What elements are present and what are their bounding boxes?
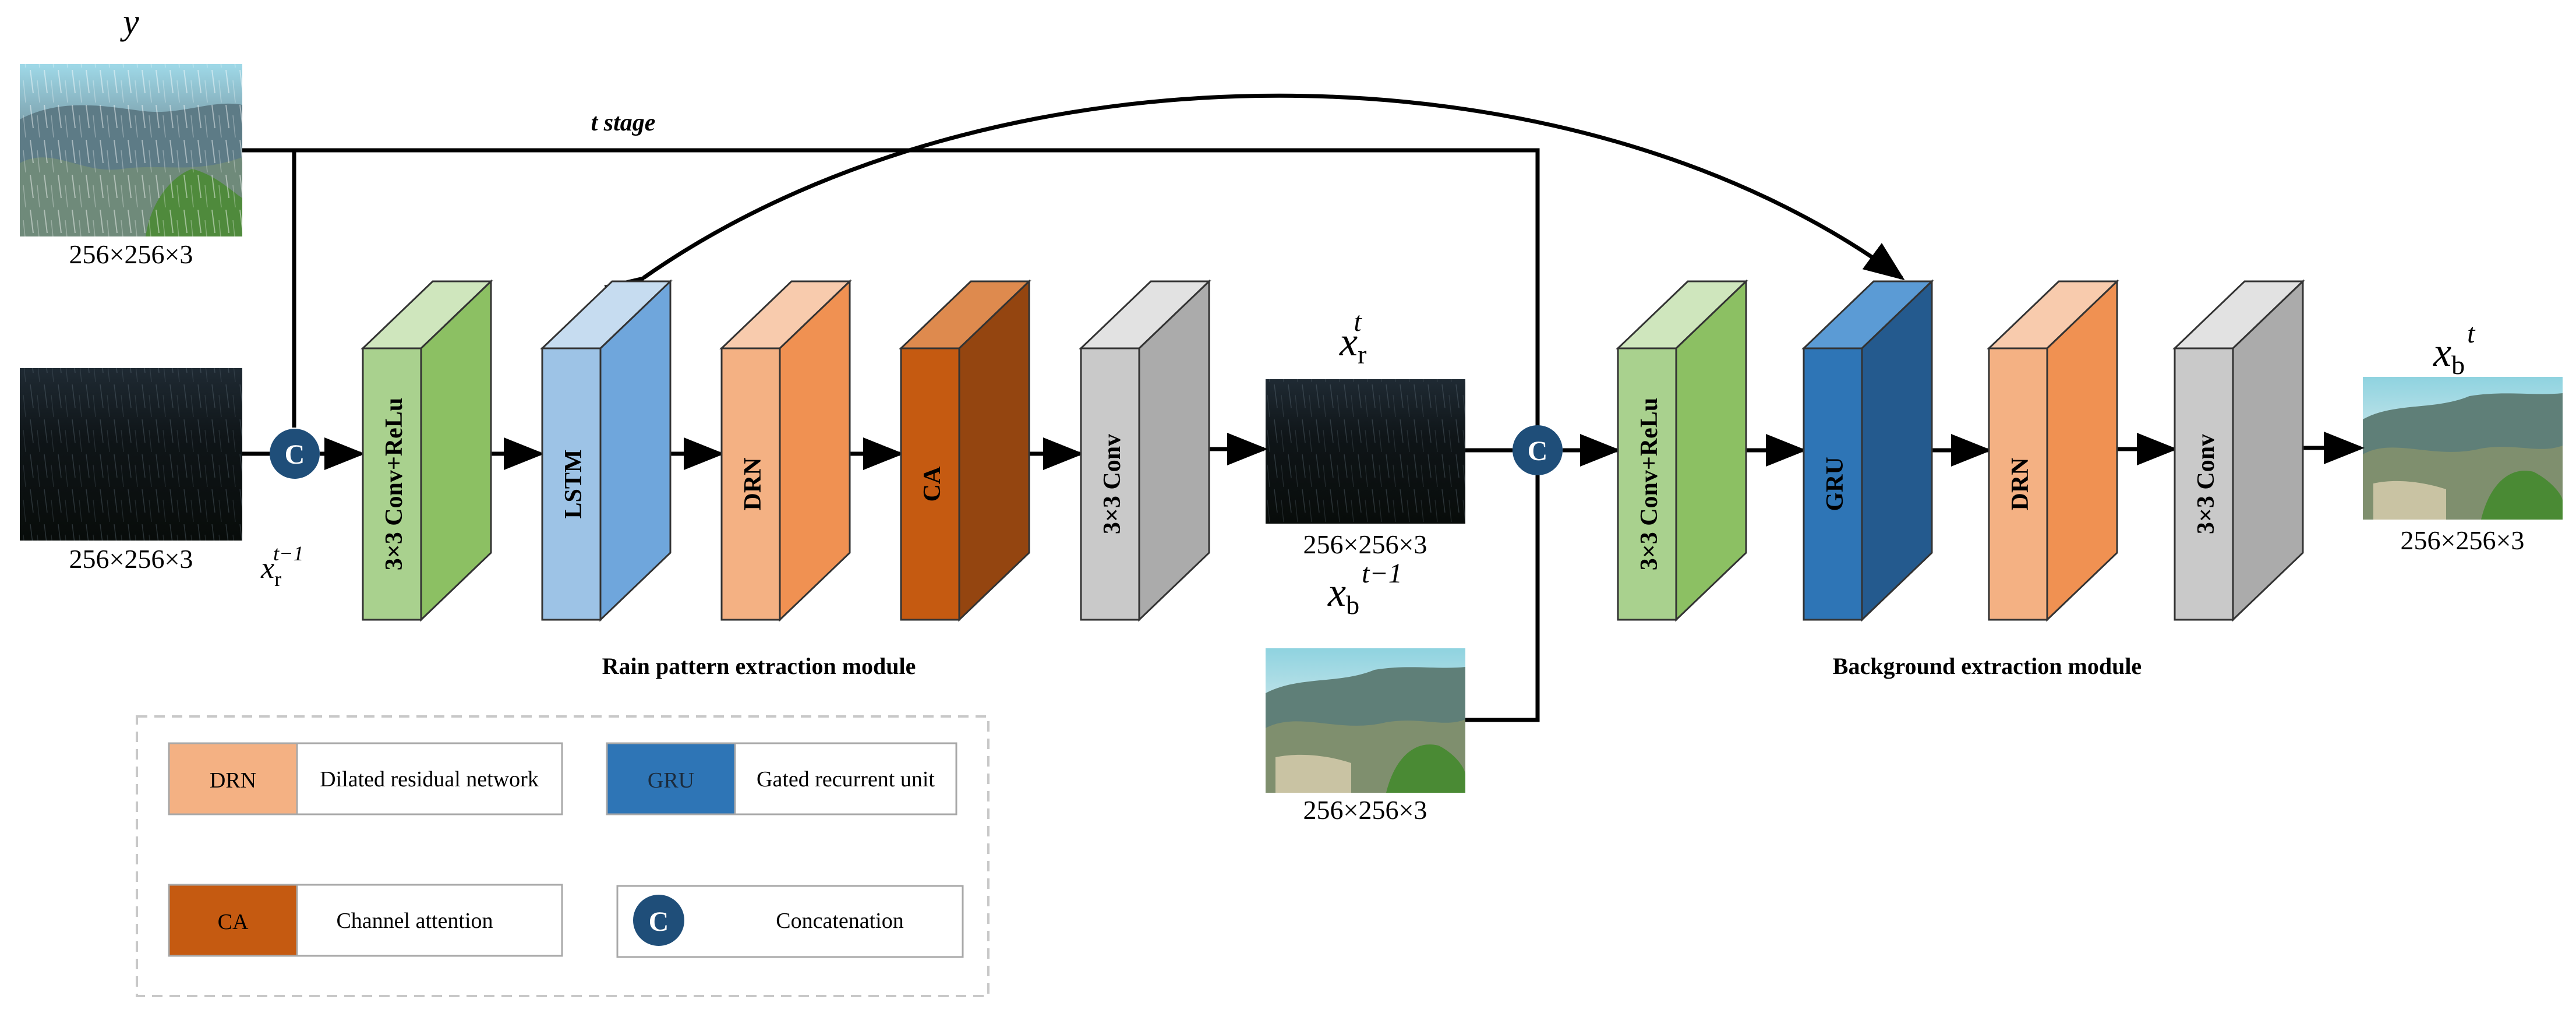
block-gru [1801,279,1934,622]
svg-text:Gated recurrent unit: Gated recurrent unit [757,767,935,792]
block-lstm [540,279,673,622]
svg-text:Concatenation: Concatenation [776,909,903,933]
t-stage-line [242,148,1540,450]
t-stage-label: t stage [591,110,656,136]
svg-text:C: C [1528,436,1548,467]
svg-text:GRU: GRU [648,768,694,793]
bg-output-label: xbt [2433,318,2476,380]
bg-output-size: 256×256×3 [2401,525,2525,555]
block-ca-label: CA [919,466,946,502]
connectors [242,93,2365,722]
rain-output-image [1266,379,1465,524]
svg-text:C: C [285,439,305,470]
block-conv-relu-2 [1616,279,1748,622]
rainy-input-label: y [119,2,139,42]
block-drn-2 [1987,279,2119,622]
bg-output-image [2363,377,2563,520]
block-drn-1-label: DRN [740,458,766,511]
svg-text:Dilated residual network: Dilated residual network [320,767,539,792]
rainy-input-image [20,64,242,236]
previous-rain-label: xrt−1 [260,542,303,591]
block-conv-2-label: 3×3 Conv [2193,434,2220,534]
block-conv-1-label: 3×3 Conv [1099,434,1126,534]
block-conv-relu-1-label: 3×3 Conv+ReLu [381,398,408,570]
svg-text:C: C [649,906,669,937]
previous-bg-label: xbt−1 [1327,558,1402,620]
previous-bg-image [1266,648,1465,793]
legend-frame [136,715,990,997]
block-drn-1 [719,279,852,622]
block-drn-2-label: DRN [2007,458,2034,511]
legend-item-concat: C Concatenation [616,885,964,958]
rain-output-label: xrt [1339,306,1366,369]
rain-output-size: 256×256×3 [1303,529,1427,559]
legend: DRN Dilated residual network GRU Gated r… [136,715,990,997]
block-conv-relu-1 [361,279,493,622]
svg-text:CA: CA [218,910,249,934]
previous-rain-size: 256×256×3 [69,544,193,574]
rainy-input-size: 256×256×3 [69,239,193,269]
rain-module-title: Rain pattern extraction module [602,653,916,679]
background-module-title: Background extraction module [1833,653,2142,679]
block-conv-2 [2172,279,2305,622]
concat-node-2: C [1513,425,1563,475]
block-ca [899,279,1031,622]
block-gru-label: GRU [1822,457,1849,511]
svg-text:DRN: DRN [210,768,256,793]
concat-node-1: C [270,429,320,479]
legend-item-gru: GRU Gated recurrent unit [606,742,957,815]
lstm-gru-recurrent-arc [604,93,1905,313]
previous-bg-size: 256×256×3 [1303,795,1427,825]
svg-text:Channel attention: Channel attention [336,909,493,933]
legend-item-drn: DRN Dilated residual network [168,742,563,815]
block-conv-relu-2-label: 3×3 Conv+ReLu [1636,398,1663,570]
prev-bg-to-concat [1465,475,1540,722]
block-conv-1 [1079,279,1211,622]
block-lstm-label: LSTM [560,449,587,518]
previous-rain-image [20,368,242,541]
legend-item-ca: CA Channel attention [168,884,563,957]
